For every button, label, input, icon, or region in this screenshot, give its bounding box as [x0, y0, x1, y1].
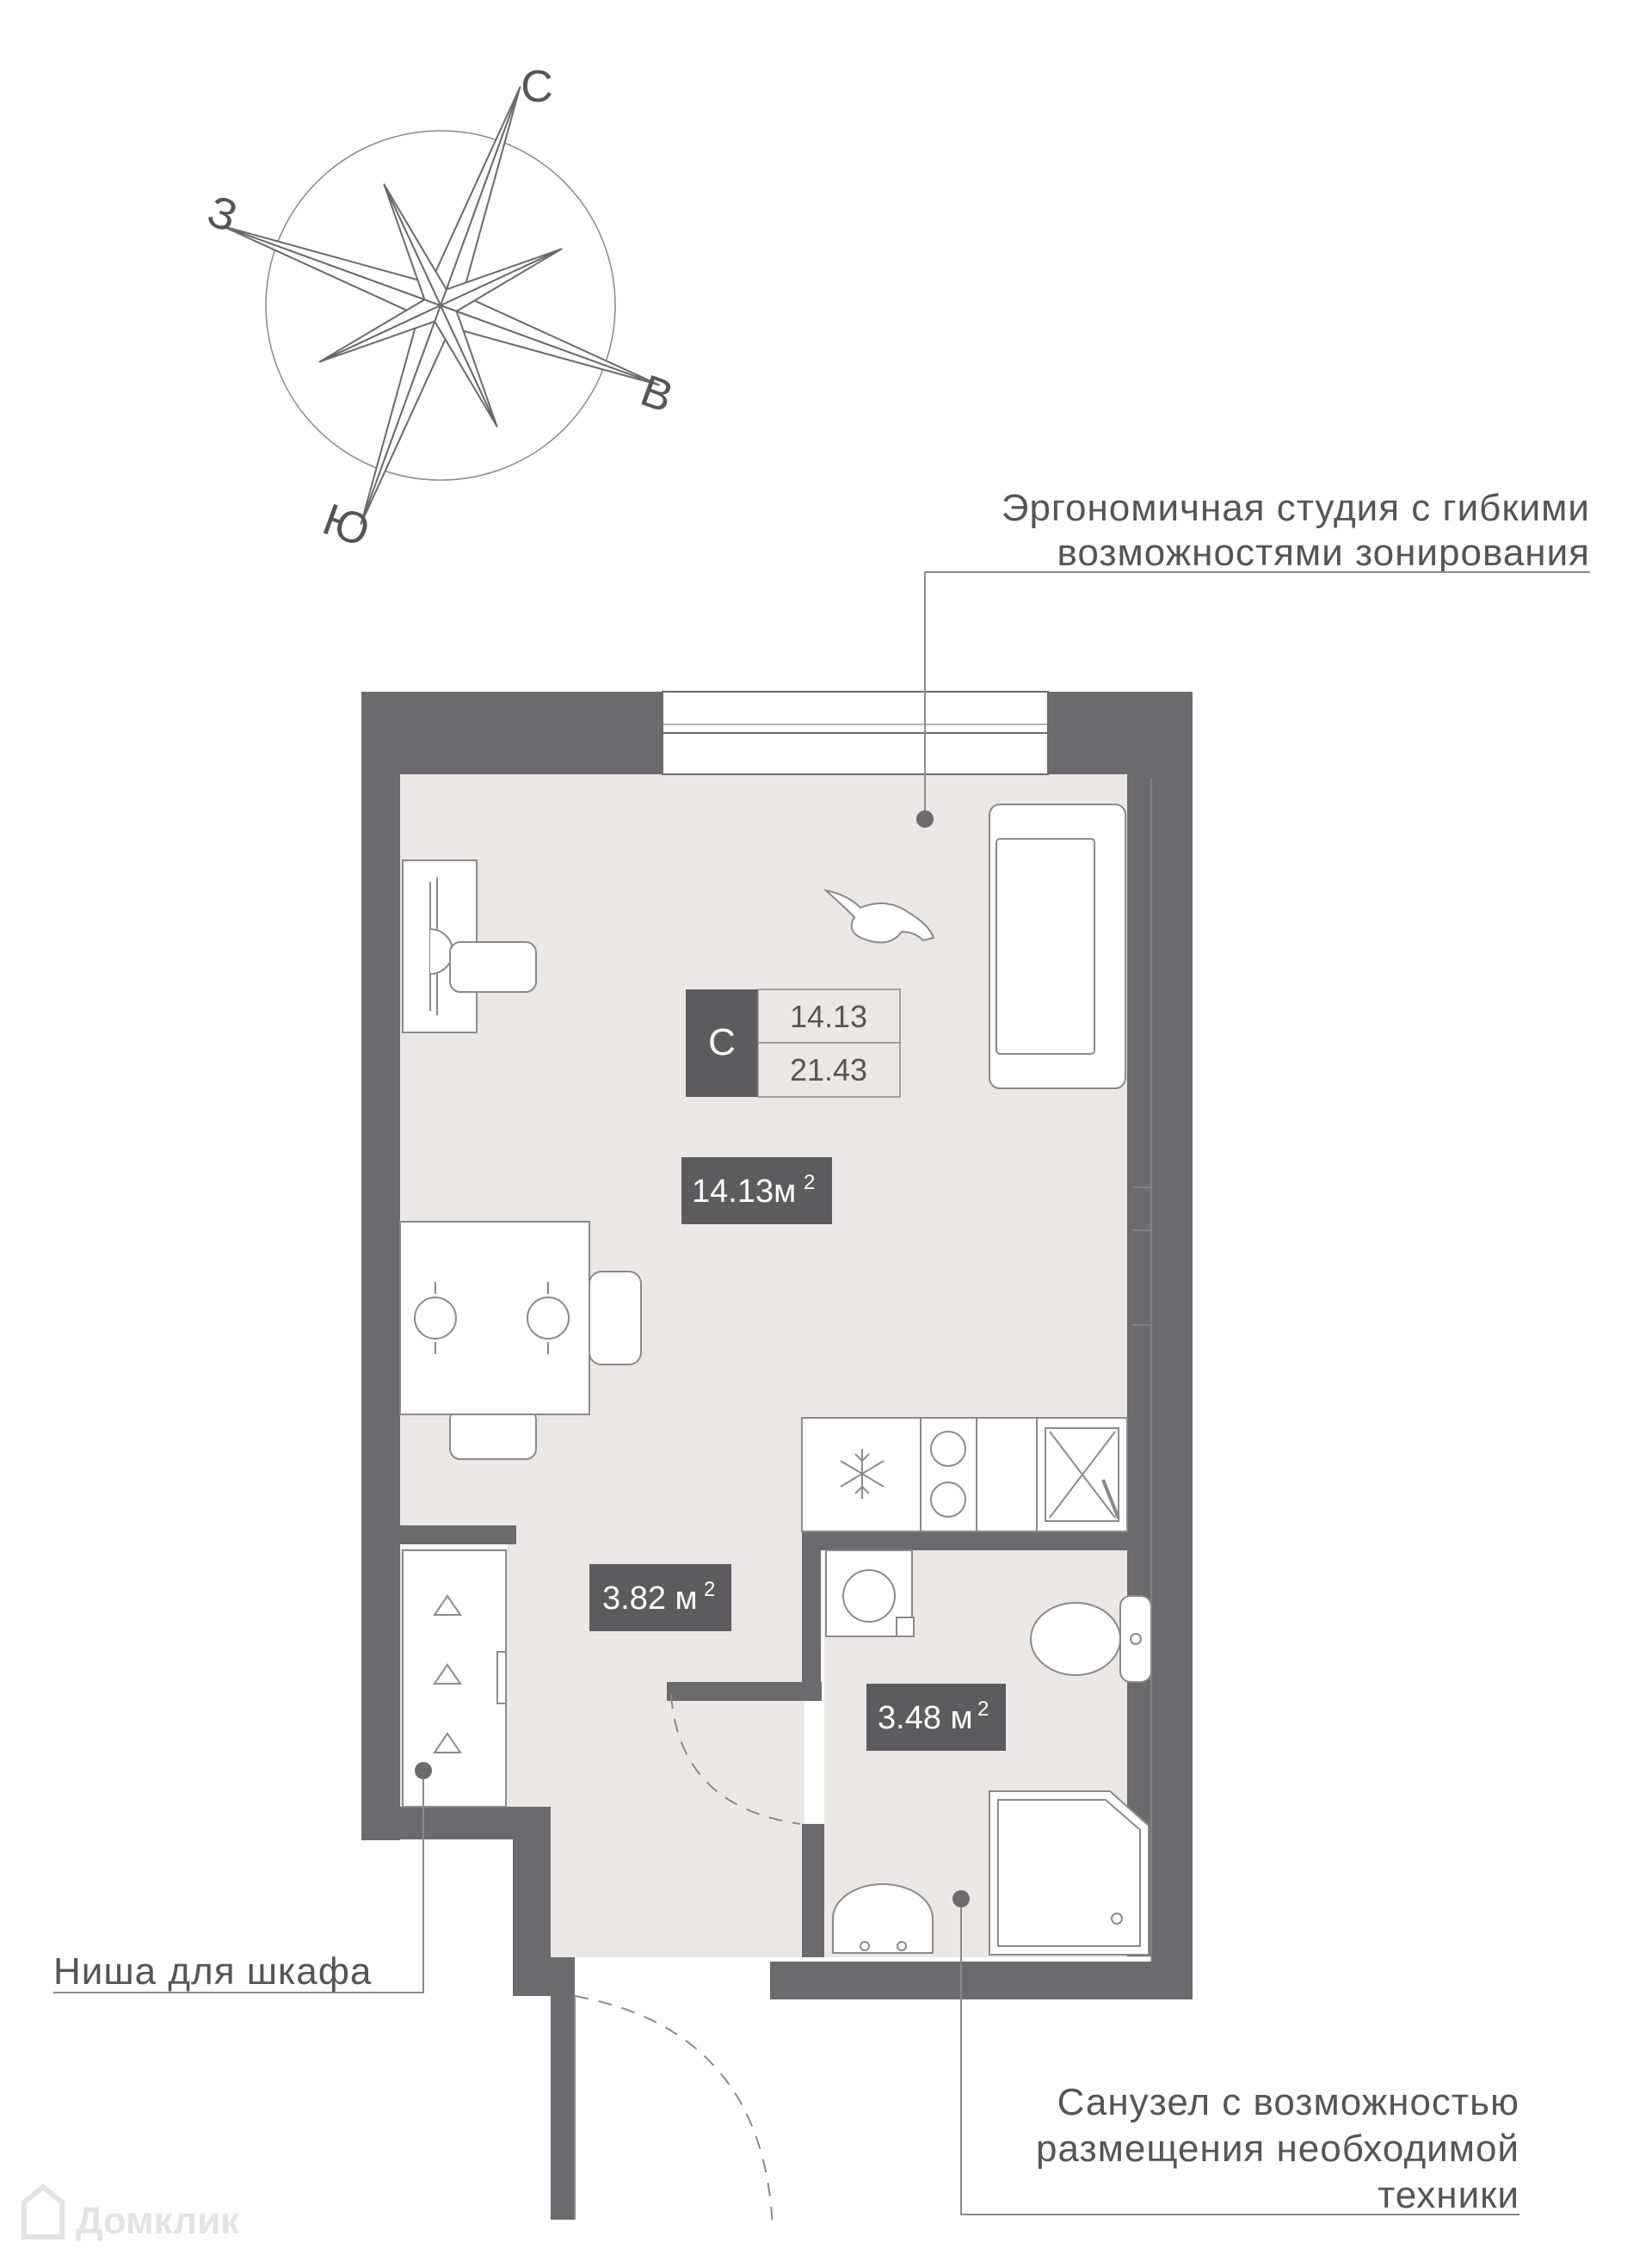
- apartment-type-code: С: [708, 1021, 736, 1063]
- walls: [361, 692, 1193, 2220]
- window: [662, 691, 1049, 775]
- apartment-code-card: С 14.13 21.43: [686, 989, 901, 1098]
- wall-hall-top: [400, 1525, 516, 1544]
- wall-top-left: [361, 692, 663, 774]
- callout-studio-line1: Эргономичная студия с гибкими: [1002, 487, 1590, 529]
- wall-right-outer: [1151, 692, 1193, 1999]
- wall-bath-top: [802, 1531, 1127, 1550]
- callout-studio: Эргономичная студия с гибкими возможност…: [916, 487, 1590, 828]
- hall-area-sup: 2: [704, 1578, 715, 1601]
- compass-star-icon: [221, 86, 660, 525]
- sofa-icon: [989, 804, 1126, 1089]
- bath-door-arc: [670, 1694, 801, 1825]
- wall-bath-door-head: [667, 1682, 822, 1701]
- wall-exterior-stub: [551, 1992, 575, 2220]
- callout-niche: Ниша для шкафа: [53, 1762, 432, 1993]
- wall-left: [361, 692, 400, 1840]
- entry-door-arc: [574, 1995, 774, 2229]
- compass-east-label: В: [634, 366, 679, 422]
- callout-studio-leader: [924, 571, 1590, 819]
- code-badge: [686, 989, 758, 1097]
- cat-icon: [823, 889, 935, 944]
- dining-table-icon: [399, 941, 642, 1460]
- bath-area-sup: 2: [977, 1697, 989, 1721]
- furniture: [399, 804, 1152, 1956]
- room-area-bath: 3.48 м 2: [866, 1684, 1006, 1751]
- callout-bath-dot: [952, 1890, 970, 1907]
- callout-bath: Санузел с возможностью размещения необхо…: [952, 1890, 1519, 2216]
- hall-floor-2: [400, 1549, 813, 1955]
- callout-niche-dot: [415, 1762, 432, 1779]
- kitchen-unit-icon: [801, 1417, 1128, 1532]
- wall-details: [1132, 778, 1152, 1962]
- hall-area-text: 3.82 м: [602, 1580, 698, 1617]
- callout-bath-line1: Санузел с возможностью: [1057, 2081, 1519, 2123]
- shower-icon: [989, 1790, 1150, 1956]
- bath-area-text: 3.48 м: [878, 1700, 973, 1736]
- living-area-sup: 2: [804, 1171, 815, 1194]
- compass-west-label: З: [201, 186, 243, 242]
- callout-niche-text: Ниша для шкафа: [53, 1950, 372, 1993]
- wall-entry-foot: [513, 1957, 575, 1996]
- callout-bath-line2: размещения необходимой: [1036, 2128, 1519, 2170]
- callout-niche-leader: [53, 1771, 424, 1993]
- wall-bottom: [770, 1962, 1193, 1999]
- callout-studio-dot: [916, 810, 934, 828]
- compass-north-label: С: [521, 62, 553, 112]
- watermark: Домклик: [22, 2184, 240, 2242]
- callout-bath-leader: [960, 1899, 1519, 2215]
- watermark-text: Домклик: [76, 2200, 240, 2242]
- living-area-value: 14.13: [790, 999, 867, 1034]
- compass-ring: [265, 130, 616, 481]
- wall-bath-left-upper: [802, 1531, 821, 1699]
- room-area-hall: 3.82 м 2: [589, 1564, 731, 1631]
- room-area-living: 14.13м 2: [681, 1157, 832, 1224]
- compass-rose: С В Ю З: [201, 62, 680, 557]
- snowflake-icon: [840, 1449, 885, 1499]
- toilet-icon: [1030, 1595, 1152, 1683]
- washing-machine-icon: [825, 1549, 915, 1637]
- door-swings: [574, 1694, 801, 2229]
- sink-icon: [832, 1883, 934, 1954]
- total-area-value: 21.43: [790, 1052, 867, 1087]
- living-area-text: 14.13м: [692, 1174, 796, 1210]
- callout-studio-line2: возможностями зонирования: [1057, 532, 1590, 574]
- callout-bath-line3: техники: [1378, 2174, 1519, 2216]
- wall-bath-left-lower: [802, 1824, 824, 1957]
- watermark-house-icon: [22, 2184, 65, 2239]
